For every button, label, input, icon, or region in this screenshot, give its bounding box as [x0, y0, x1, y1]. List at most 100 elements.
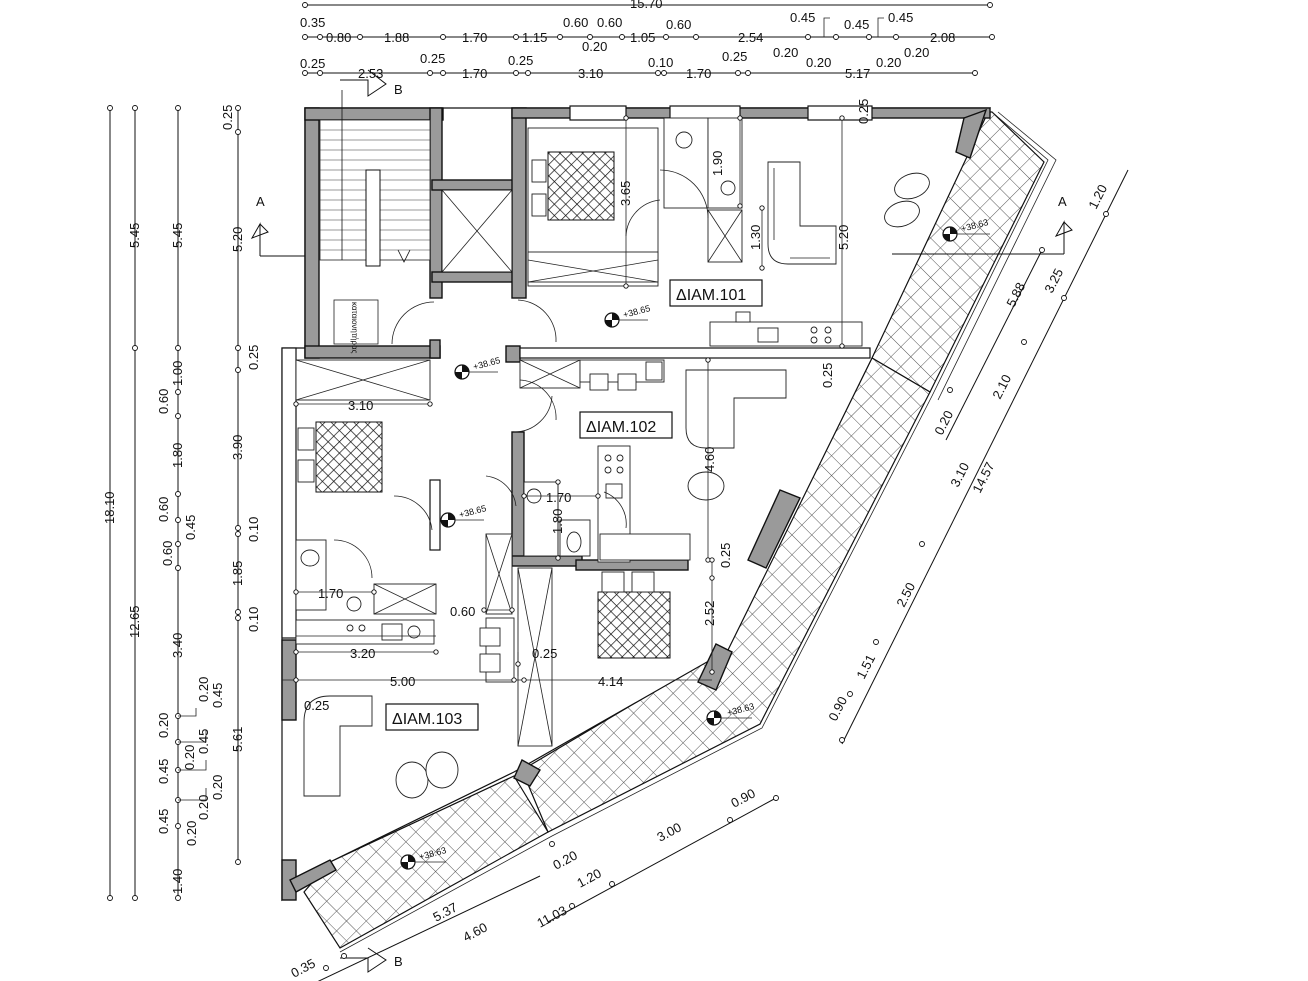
dim-bottom-b-3: 0.35	[288, 956, 317, 981]
dim-int-9: 1.80	[550, 509, 565, 534]
left-dimensions: 18.10 5.45 12.65 1.40 5.45 1.00 0.60 1.8…	[102, 105, 261, 901]
dim-top-row2-7: 1.70	[686, 66, 711, 81]
dim-top-row2-4: 0.25	[508, 53, 533, 68]
dim-top-row1-11: 0.45	[790, 10, 815, 25]
dim-top-row2-8: 0.25	[722, 49, 747, 64]
dim-top-row1-2: 1.88	[384, 30, 409, 45]
dim-top-row1-14: 0.45	[844, 17, 869, 32]
closet-note: καταιονητήρας	[350, 302, 359, 354]
top-dimensions: 15.70 0.35 0.80 1.88 1.70 1.15 0.60 0.60…	[300, 0, 995, 81]
dim-bottom-b-2: 11.03	[534, 903, 569, 931]
dim-right-a-0: 1.20	[1085, 182, 1110, 211]
dim-left-b-9: 0.45	[210, 683, 225, 708]
dim-int-7: 4.60	[702, 447, 717, 472]
dim-left-c-4: 0.10	[246, 517, 261, 542]
section-mark-b-top: B	[394, 82, 403, 97]
furniture-102	[479, 359, 787, 747]
dim-int-15: 0.25	[532, 646, 557, 661]
dim-left-b-13: 0.20	[182, 745, 197, 770]
dim-left-b-14: 0.45	[156, 809, 171, 834]
dim-top-row1-6: 0.60	[597, 15, 622, 30]
dim-right-a-3: 3.10	[947, 460, 972, 489]
section-mark-b-bottom: B	[394, 954, 403, 969]
dim-int-4: 0.25	[856, 99, 871, 124]
dim-bottom-a-0: 0.90	[728, 786, 757, 811]
dim-int-12: 0.60	[450, 604, 475, 619]
dim-right-a-4: 14.57	[969, 460, 997, 496]
furniture-103	[295, 359, 459, 799]
dim-left-a-2: 12.65	[127, 605, 142, 638]
dim-int-14: 3.20	[350, 646, 375, 661]
dim-right-a-6: 1.51	[853, 652, 878, 681]
dim-left-b-7: 3.40	[170, 633, 185, 658]
dim-right-a-2: 2.10	[989, 372, 1014, 401]
dim-left-b-3: 1.80	[170, 443, 185, 468]
dim-top-row1-16: 0.45	[888, 10, 913, 25]
dim-top-row1-4: 1.15	[522, 30, 547, 45]
armchairs-101	[884, 172, 930, 228]
dim-int-0: 3.65	[618, 181, 633, 206]
dim-int-11: 2.52	[702, 601, 717, 626]
dim-top-row1-3: 1.70	[462, 30, 487, 45]
section-mark-a-right: A	[1058, 194, 1067, 209]
stairs	[319, 90, 431, 267]
dim-bottom-a-3: 0.20	[550, 848, 579, 873]
dim-int-18: 0.25	[304, 698, 329, 713]
armchairs-103	[395, 751, 459, 799]
dim-top-row2-9: 5.17	[845, 66, 870, 81]
doors	[333, 299, 627, 579]
dim-int-8: 1.70	[546, 490, 571, 505]
dim-top-row2-0: 0.25	[300, 56, 325, 71]
dim-left-b-2: 0.60	[156, 389, 171, 414]
dim-top-row1-10: 2.54	[738, 30, 763, 45]
dim-left-c-3: 3.90	[230, 435, 245, 460]
dim-top-row1-18: 2.08	[930, 30, 955, 45]
dim-right-b-1: 0.20	[931, 408, 956, 437]
dim-left-b-17: 0.20	[210, 775, 225, 800]
dim-left-b-4: 0.60	[156, 497, 171, 522]
dim-left-b-6: 0.60	[160, 541, 175, 566]
dim-right-a-7: 0.90	[825, 694, 850, 723]
dim-top-total: 15.70	[630, 0, 663, 11]
dim-left-b-5: 0.45	[183, 515, 198, 540]
lift-shaft	[441, 189, 513, 273]
dim-top-row1-7: 0.20	[582, 39, 607, 54]
dim-left-c-2: 0.25	[246, 345, 261, 370]
sofa-101	[767, 161, 837, 265]
section-marks: B B A A	[250, 69, 1073, 973]
dim-top-row2-6: 0.10	[648, 55, 673, 70]
dim-left-b-10: 0.20	[156, 713, 171, 738]
dim-left-c-1: 5.20	[230, 227, 245, 252]
room-label-102: ΔΙΑΜ.102	[586, 419, 656, 436]
dim-int-3: 5.20	[836, 225, 851, 250]
walls	[281, 105, 991, 901]
dim-left-b-11: 0.45	[196, 729, 211, 754]
dim-left-b-12: 0.45	[156, 759, 171, 784]
dim-bottom-a-1: 3.00	[654, 820, 683, 845]
dim-int-10: 0.25	[718, 543, 733, 568]
dim-right-a-1: 3.25	[1041, 266, 1066, 295]
dim-left-b-8: 0.20	[196, 677, 211, 702]
dim-left-c-0: 0.25	[220, 105, 235, 130]
dim-top-row1-0: 0.35	[300, 15, 325, 30]
dim-left-b-16: 0.20	[196, 795, 211, 820]
room-label-101: ΔΙΑΜ.101	[676, 287, 746, 304]
dim-right-a-5: 2.50	[893, 580, 918, 609]
dim-int-1: 1.90	[710, 151, 725, 176]
armchair-102	[687, 471, 725, 501]
dim-left-c-5: 1.85	[230, 561, 245, 586]
dim-int-17: 4.14	[598, 674, 623, 689]
dim-int-6: 3.10	[348, 398, 373, 413]
bed-103	[315, 421, 383, 493]
dim-top-row1-15: 0.20	[876, 55, 901, 70]
dim-left-c-7: 5.61	[230, 727, 245, 752]
dim-top-row1-1: 0.80	[326, 30, 351, 45]
dim-bottom-b-1: 4.60	[460, 920, 489, 945]
dim-left-b-15: 0.20	[184, 821, 199, 846]
dim-int-16: 5.00	[390, 674, 415, 689]
dim-top-row1-17: 0.20	[904, 45, 929, 60]
dim-top-row1-8: 1.05	[630, 30, 655, 45]
room-labels: ΔΙΑΜ.101 ΔΙΑΜ.102 ΔΙΑΜ.103	[385, 279, 763, 731]
dim-left-b-0: 5.45	[170, 223, 185, 248]
